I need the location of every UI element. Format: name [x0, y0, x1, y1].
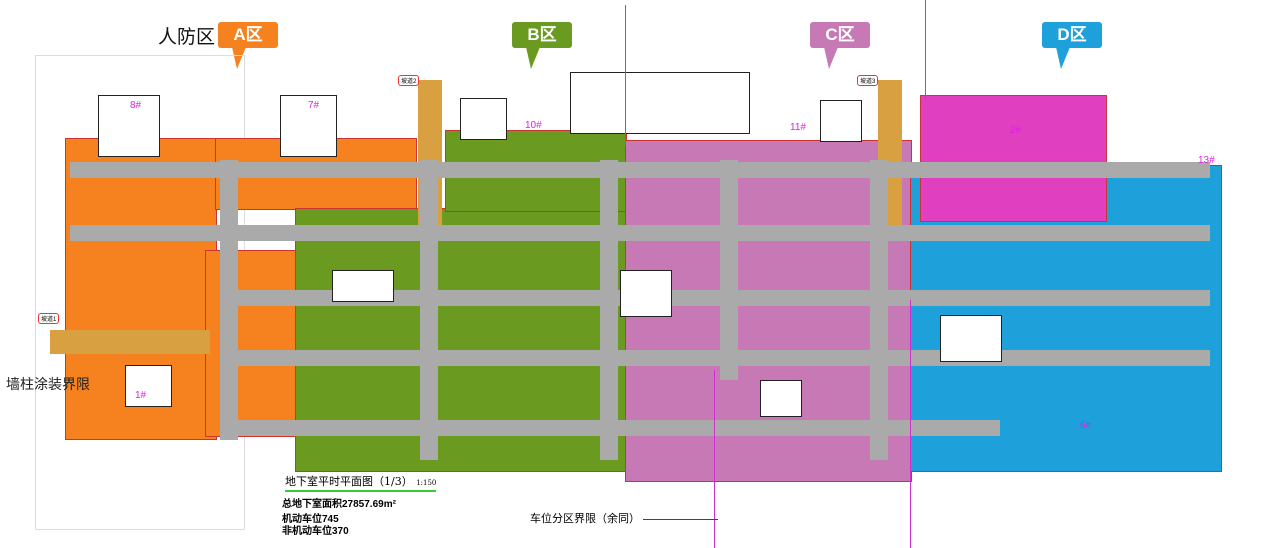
civil-defense-label: 人防区 [158, 27, 216, 48]
wall-coating-boundary-note: 墙柱涂装界限 [6, 377, 90, 393]
building-core [820, 100, 862, 142]
road [220, 290, 1210, 306]
parking-zone-boundary-note: 车位分区界限（余同） [530, 510, 719, 526]
building-core [98, 95, 160, 157]
building-core [460, 98, 507, 140]
zone-b-tag: B区 [512, 22, 572, 48]
road [870, 160, 888, 460]
legend-area: 总地下室面积27857.69m² [282, 499, 396, 510]
zone-boundary-line [625, 5, 626, 145]
road [600, 160, 618, 460]
building-core [570, 72, 750, 134]
ramp-label-3: 坡道3 [857, 75, 879, 86]
zone-c-tag: C区 [810, 22, 870, 48]
zone-a-pointer [232, 47, 246, 69]
zone-c-pointer [824, 47, 838, 69]
road [720, 160, 738, 380]
building-label-13: 13# [1198, 155, 1215, 166]
building-core [760, 380, 802, 417]
road [70, 225, 1210, 241]
ramp-label-2: 坡道2 [398, 75, 420, 86]
zone-boundary-line [714, 370, 715, 548]
zone-b-pointer [526, 47, 540, 69]
ramp-1 [50, 330, 210, 354]
building-core [332, 270, 394, 302]
parking-zone-boundary-text: 车位分区界限（余同） [530, 513, 640, 525]
legend-motor-spaces: 机动车位745 [282, 514, 339, 525]
building-label-7: 7# [308, 100, 320, 111]
road [220, 350, 1210, 366]
building-core [620, 270, 672, 317]
zone-boundary-line [925, 0, 926, 100]
boundary-leader-line [643, 518, 719, 520]
zone-d-tag: D区 [1042, 22, 1102, 48]
road [70, 162, 1210, 178]
road [420, 160, 438, 460]
building-core [280, 95, 337, 157]
building-core [125, 365, 172, 407]
zone-a-tag: A区 [218, 22, 278, 48]
building-label-8: 8# [130, 100, 142, 111]
road [220, 160, 238, 440]
ramp-label-1: 坡道1 [38, 313, 60, 324]
zone-boundary-line [910, 300, 911, 548]
legend-scale: 1:150 [416, 479, 437, 487]
building-core [940, 315, 1002, 362]
legend-title-text: 地下室平时平面图（1/3） [285, 475, 413, 488]
building-label-10: 10# [525, 120, 542, 131]
building-label-11: 11# [790, 122, 806, 133]
building-label-1: 1# [135, 390, 147, 401]
building-label-2: 2# [1010, 125, 1022, 136]
legend-nonmotor-spaces: 非机动车位370 [282, 526, 349, 537]
legend-title: 地下室平时平面图（1/3） 1:150 [285, 473, 437, 492]
zone-d-pointer [1056, 47, 1070, 69]
zone-d-civil-area [920, 95, 1107, 222]
zone-a-area-lower [205, 250, 297, 437]
building-label-6: 6# [1080, 420, 1092, 431]
